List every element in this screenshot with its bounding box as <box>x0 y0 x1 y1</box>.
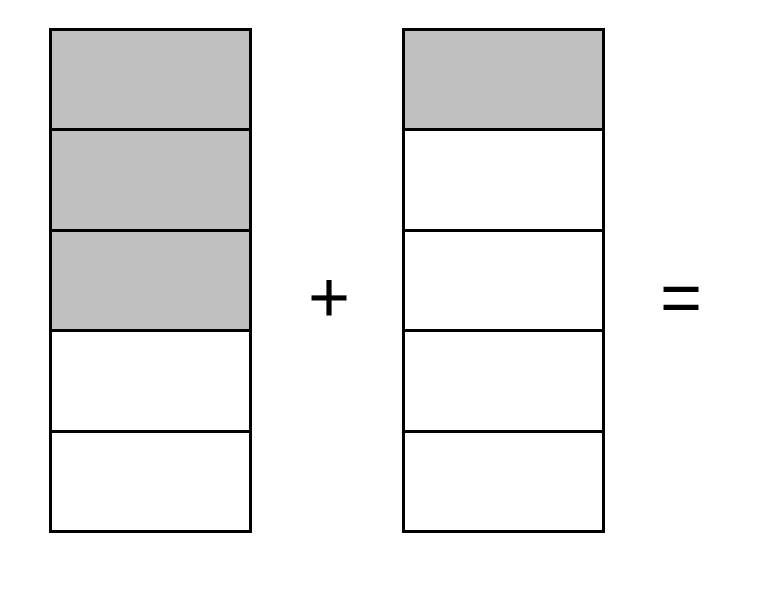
unshaded-segment <box>405 429 602 531</box>
unshaded-segment <box>405 329 602 430</box>
equals-sign: = <box>659 258 703 338</box>
shaded-segment <box>405 31 602 129</box>
fraction-bar-left <box>49 28 252 533</box>
shaded-segment <box>52 128 249 229</box>
shaded-segment <box>52 228 249 330</box>
plus-sign: + <box>307 258 351 338</box>
fraction-bar-right <box>402 28 605 533</box>
unshaded-segment <box>52 329 249 430</box>
unshaded-segment <box>405 128 602 229</box>
unshaded-segment <box>52 429 249 531</box>
shaded-segment <box>52 31 249 129</box>
unshaded-segment <box>405 228 602 330</box>
